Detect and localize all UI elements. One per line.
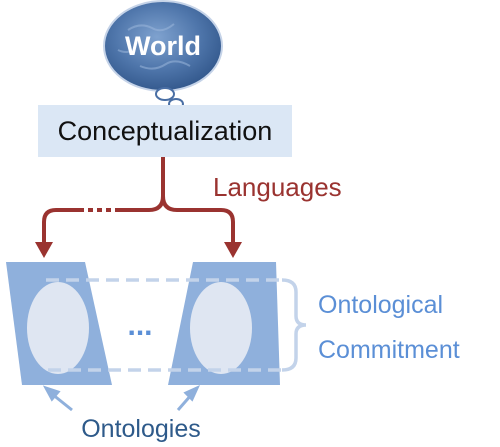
arrow-left-down bbox=[42, 208, 80, 244]
languages-label: Languages bbox=[213, 172, 342, 202]
world-globe: World bbox=[103, 0, 223, 92]
ontology-right-ellipse bbox=[190, 282, 252, 374]
ontologies-label: Ontologies bbox=[81, 415, 201, 443]
conceptualization-box-bg bbox=[38, 105, 292, 157]
ontologies-pointers bbox=[42, 384, 201, 412]
ontology-right bbox=[168, 262, 280, 385]
arrowhead-left bbox=[35, 242, 53, 258]
conceptualization-label: Conceptualization bbox=[58, 116, 273, 146]
thought-bubble-large bbox=[155, 87, 175, 101]
arrow-left-branch bbox=[120, 195, 165, 212]
ontology-left bbox=[6, 262, 112, 385]
languages-arrows bbox=[42, 157, 235, 244]
pointer-right-head bbox=[183, 384, 201, 402]
world-label: World bbox=[125, 31, 201, 61]
commitment-label-line2: Commitment bbox=[318, 336, 460, 364]
ontologies-ellipsis: ... bbox=[127, 309, 152, 342]
arrowhead-right bbox=[224, 242, 242, 258]
conceptualization-box: Conceptualization bbox=[38, 105, 292, 157]
commitment-label-line1: Ontological bbox=[318, 291, 443, 319]
ontology-left-ellipse bbox=[27, 282, 89, 374]
commitment-brace bbox=[281, 278, 307, 372]
world-globe-texture bbox=[117, 23, 191, 70]
pointer-left-head bbox=[42, 385, 61, 402]
